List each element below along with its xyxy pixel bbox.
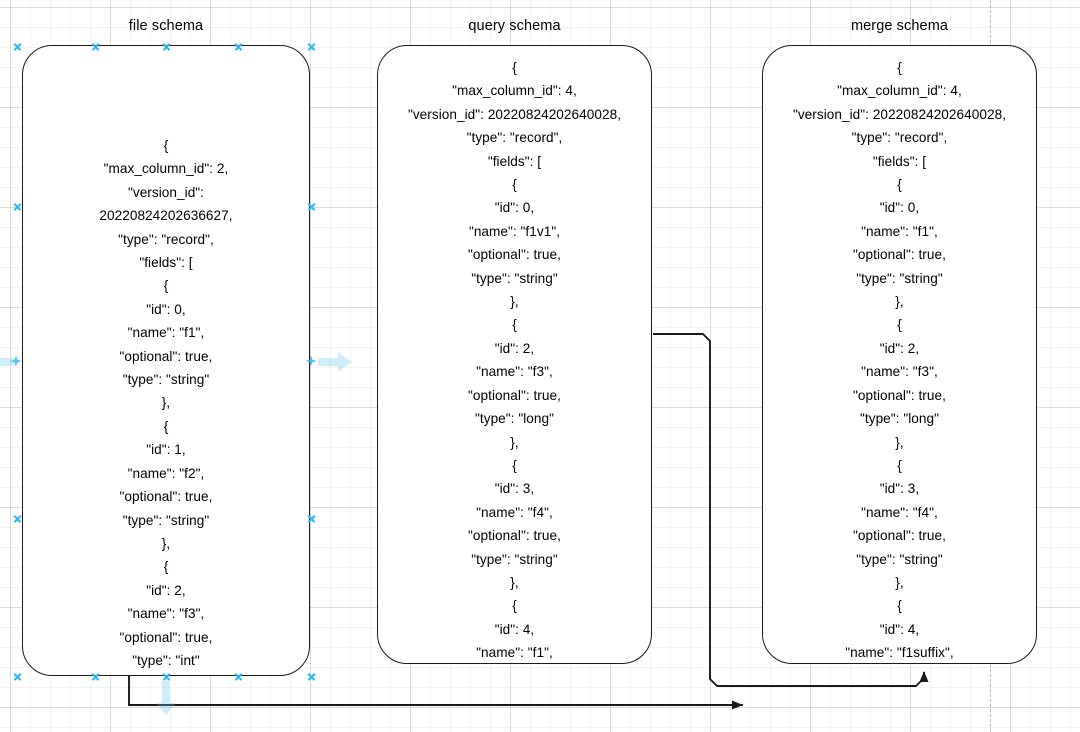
file-schema-title: file schema (128, 18, 204, 34)
selection-handle-tm3[interactable] (234, 42, 243, 51)
query-schema-json: { "max_column_id": 4, "version_id": 2022… (407, 60, 622, 661)
ghost-arrow-left[interactable] (0, 350, 16, 374)
edge-file-to-merge[interactable] (128, 675, 743, 710)
selection-handle-bm1[interactable] (91, 672, 100, 681)
selection-handle-tr[interactable] (307, 42, 316, 51)
file-schema-node[interactable]: { "max_column_id": 2, "version_id": 2022… (22, 45, 310, 676)
connection-point-left[interactable] (10, 355, 22, 367)
selection-handle-bm3[interactable] (234, 672, 243, 681)
merge-schema-title: merge schema (850, 18, 949, 34)
connection-point-right[interactable] (305, 355, 317, 367)
query-schema-title: query schema (468, 18, 561, 34)
selection-handle-ml[interactable] (13, 202, 22, 211)
selection-handle-br[interactable] (307, 672, 316, 681)
selection-handle-tl[interactable] (13, 42, 22, 51)
selection-handle-tm1[interactable] (91, 42, 100, 51)
selection-handle-bm2[interactable] (162, 672, 171, 681)
merge-schema-node[interactable]: { "max_column_id": 4, "version_id": 2022… (762, 45, 1037, 664)
selection-handle-mr2[interactable] (307, 514, 316, 523)
selection-handle-mr[interactable] (307, 202, 316, 211)
merge-schema-json: { "max_column_id": 4, "version_id": 2022… (792, 60, 1007, 661)
query-schema-node[interactable]: { "max_column_id": 4, "version_id": 2022… (377, 45, 652, 664)
selection-handle-tm2[interactable] (162, 42, 171, 51)
file-schema-json: { "max_column_id": 2, "version_id": 2022… (99, 138, 233, 668)
selection-handle-ml2[interactable] (13, 514, 22, 523)
ghost-arrow-down[interactable] (154, 681, 178, 717)
selection-handle-bl[interactable] (13, 672, 22, 681)
ghost-arrow-right[interactable] (318, 350, 354, 374)
